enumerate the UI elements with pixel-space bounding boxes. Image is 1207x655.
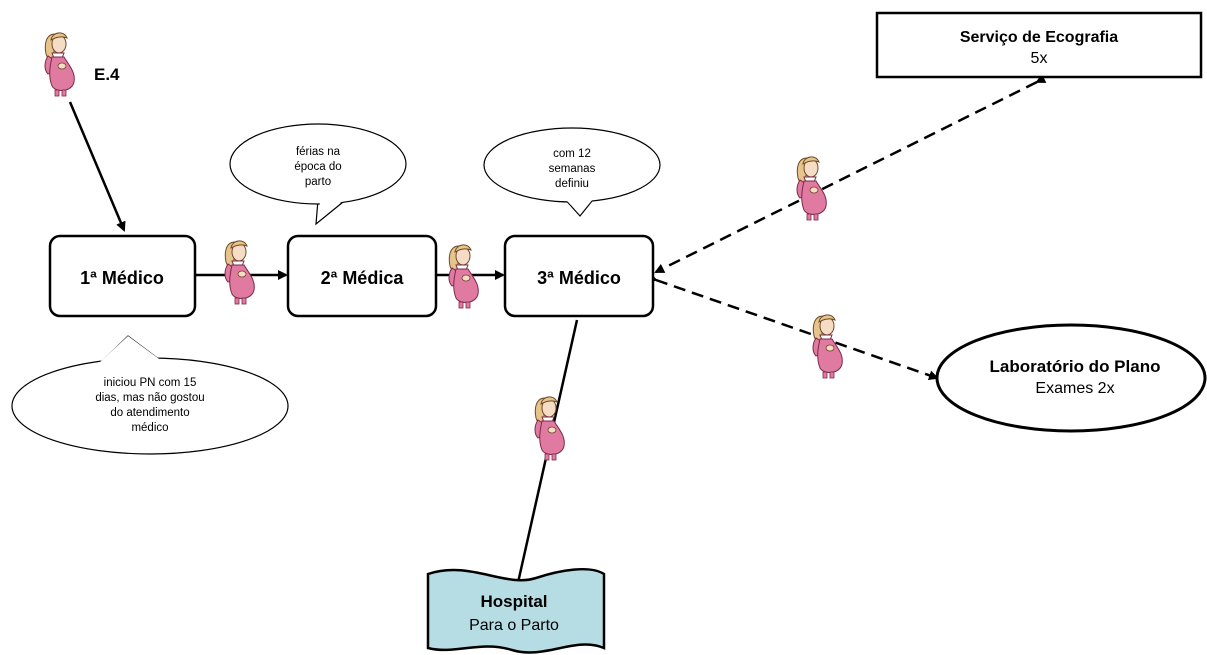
node-hospital: Hospital Para o Parto — [426, 568, 606, 654]
node-medico3: 3ª Médico — [503, 234, 655, 318]
node-laboratorio: Laboratório do Plano Exames 2x — [935, 323, 1207, 433]
node-medica2: 2ª Médica — [286, 234, 438, 318]
node-ecografia-title: Serviço de Ecografia — [960, 29, 1118, 46]
note-medico1-line: iniciou PN com 15 — [104, 377, 197, 389]
note-medica2-line: férias na — [296, 146, 341, 158]
note-medico1-line: dias, mas não gostou — [95, 392, 204, 404]
node-hospital-detail: Para o Parto — [469, 617, 559, 634]
note-medico1-line: médico — [131, 422, 168, 434]
note-medico3-line: semanas — [549, 163, 596, 175]
node-hospital-title: Hospital — [480, 592, 547, 611]
node-laboratorio-detail: Exames 2x — [1035, 380, 1114, 397]
note-medica2-line: parto — [305, 176, 331, 188]
note-medico3: com 12 semanas definiu — [483, 127, 661, 217]
arrow-e4-to-medico1 — [68, 101, 126, 232]
pregnant-woman-icon — [812, 314, 843, 379]
pregnant-woman-icon — [224, 240, 255, 305]
node-medico1-label: 1ª Médico — [80, 268, 164, 288]
note-medica2-line: época do — [294, 161, 341, 173]
note-medica2: férias na época do parto — [229, 123, 407, 226]
node-laboratorio-title: Laboratório do Plano — [990, 357, 1161, 376]
pregnant-woman-icon — [448, 244, 479, 309]
arrow-medico3-to-laboratorio — [646, 272, 939, 381]
note-medico1-line: do atendimento — [110, 407, 189, 419]
note-medico3-line: definiu — [555, 178, 589, 190]
arrow-ecografia-to-medico3 — [654, 73, 1047, 274]
node-medico3-label: 3ª Médico — [537, 268, 621, 288]
node-medico1: 1ª Médico — [48, 234, 197, 318]
note-medico3-line: com 12 — [553, 148, 591, 160]
node-ecografia: Serviço de Ecografia 5x — [875, 11, 1203, 79]
case-label: E.4 — [94, 65, 120, 84]
pregnant-woman-icon — [44, 32, 75, 97]
pregnant-woman-icon — [534, 396, 565, 461]
note-medico1: iniciou PN com 15 dias, mas não gostou d… — [11, 335, 289, 455]
node-medica2-label: 2ª Médica — [321, 268, 405, 288]
node-ecografia-detail: 5x — [1031, 50, 1048, 67]
